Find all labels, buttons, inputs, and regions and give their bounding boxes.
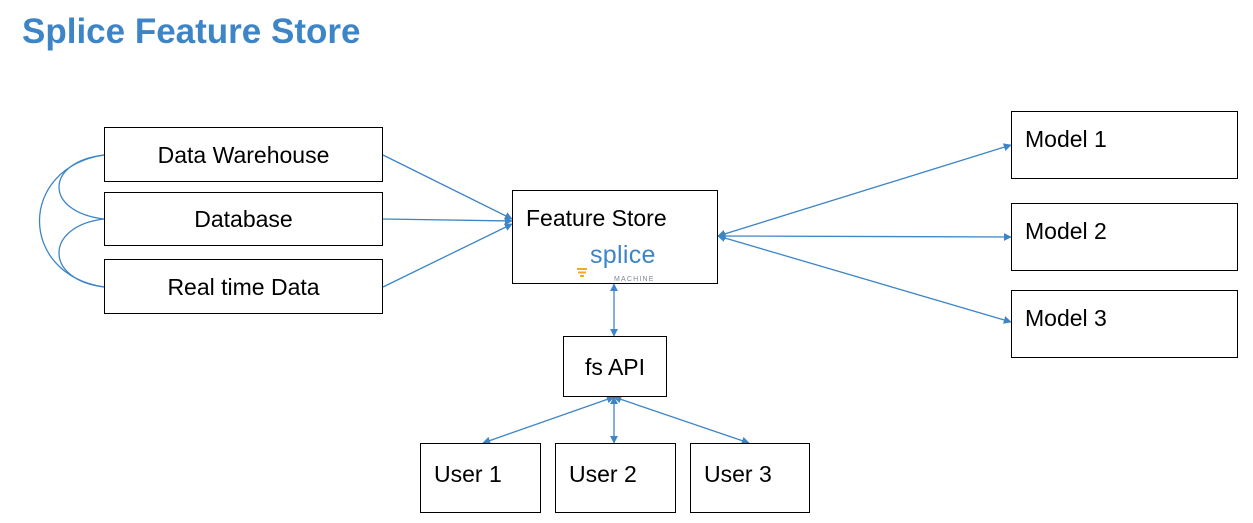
source-label: Real time Data	[167, 273, 320, 300]
feature-store-label: Feature Store	[526, 205, 667, 231]
model-box-2: Model 2	[1011, 203, 1238, 271]
user-arrow	[613, 395, 750, 445]
splice-machine-logo-word: splice	[590, 241, 656, 269]
splice-machine-logo-mark	[577, 268, 587, 277]
user-box-1: User 1	[420, 443, 541, 513]
source-link-curve	[58, 154, 105, 220]
source-box-data-warehouse: Data Warehouse	[104, 127, 383, 182]
model-arrow	[717, 234, 1012, 324]
splice-machine-logo: splice MACHINE	[576, 241, 656, 283]
feature-store-box: Feature Store splice MACHINE	[512, 190, 718, 284]
model-arrow	[717, 232, 1012, 241]
splice-machine-logo-sub: MACHINE	[614, 276, 655, 283]
user-label: User 3	[704, 461, 772, 487]
source-box-real-time-data: Real time Data	[104, 259, 383, 314]
model-label: Model 1	[1025, 126, 1107, 152]
source-link-curve	[39, 154, 105, 288]
user-box-2: User 2	[555, 443, 676, 513]
source-arrow	[382, 223, 513, 288]
source-arrow	[382, 154, 513, 220]
source-label: Data Warehouse	[157, 141, 330, 168]
model-label: Model 2	[1025, 218, 1107, 244]
fs-api-box: fs API	[563, 336, 667, 397]
page-title: Splice Feature Store	[22, 12, 361, 51]
model-arrow	[717, 143, 1012, 238]
model-label: Model 3	[1025, 305, 1107, 331]
user-label: User 1	[434, 461, 502, 487]
user-box-3: User 3	[690, 443, 810, 513]
fs-api-label: fs API	[584, 353, 646, 380]
source-box-database: Database	[104, 192, 383, 246]
model-box-3: Model 3	[1011, 290, 1238, 358]
user-arrow	[482, 395, 615, 445]
model-box-1: Model 1	[1011, 111, 1238, 179]
source-link-curve	[58, 218, 105, 288]
user-label: User 2	[569, 461, 637, 487]
source-arrow	[382, 216, 513, 225]
source-label: Database	[194, 206, 293, 232]
